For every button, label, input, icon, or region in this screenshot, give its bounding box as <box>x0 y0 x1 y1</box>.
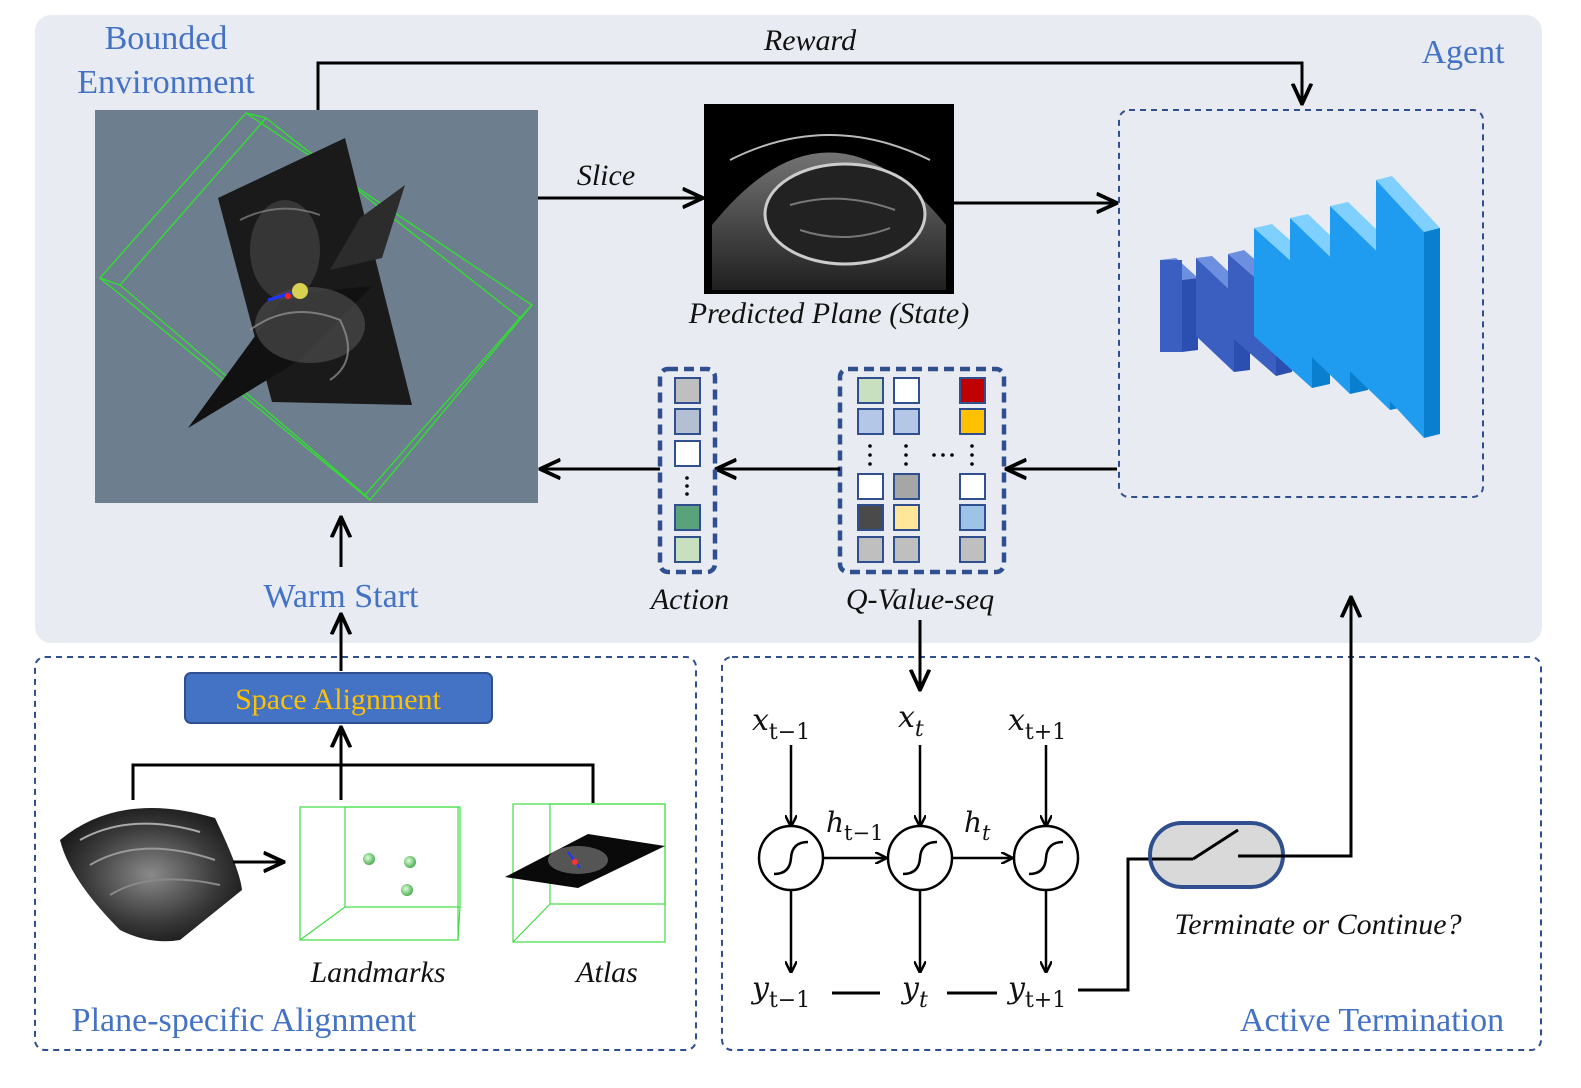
rnn-output-label: yt−1 <box>750 971 810 1013</box>
landmark-point <box>363 853 375 865</box>
environment-title-line1: Bounded <box>105 20 228 57</box>
rnn-input-label: xt+1 <box>1008 703 1066 745</box>
reward-arrow <box>316 61 1302 110</box>
environment-title-line2: Environment <box>77 64 255 101</box>
alignment-bracket <box>131 763 595 803</box>
landmark-point <box>404 856 416 868</box>
cnn-network-icon <box>1160 176 1440 438</box>
space-alignment-box <box>184 672 493 724</box>
plane-alignment-title: Plane-specific Alignment <box>72 1002 417 1039</box>
environment-volume-view <box>95 110 538 503</box>
rnn-output-label: yt <box>900 971 928 1013</box>
warm-start-label: Warm Start <box>264 578 419 615</box>
ultrasound-volume-image <box>60 807 242 942</box>
rnn-input-label: xt−1 <box>752 703 810 745</box>
predicted-plane-image <box>704 104 954 294</box>
rnn-hidden-label: ht <box>964 806 991 845</box>
reward-label: Reward <box>763 24 857 57</box>
atlas-wireframe <box>505 803 666 943</box>
rnn-input-label: xt <box>898 700 924 742</box>
active-termination-panel <box>721 656 1542 1051</box>
q-value-seq-block <box>837 366 1007 575</box>
plane-alignment-panel <box>34 656 697 1051</box>
landmarks-label: Landmarks <box>309 956 445 989</box>
rnn-diagram <box>757 620 1080 995</box>
space-alignment-label: Space Alignment <box>235 683 441 716</box>
q-value-seq-label: Q-Value-seq <box>846 583 994 616</box>
output-to-switch-line <box>1078 857 1152 992</box>
action-block <box>657 366 718 575</box>
switch-to-agent-arrow <box>1283 597 1351 858</box>
rnn-hidden-label: ht−1 <box>826 806 883 845</box>
slice-label: Slice <box>577 159 635 192</box>
landmarks-wireframe <box>299 806 461 941</box>
terminate-switch-icon <box>1148 821 1285 889</box>
agent-box <box>1118 109 1484 498</box>
agent-title: Agent <box>1421 34 1505 71</box>
active-termination-title: Active Termination <box>1240 1002 1504 1039</box>
terminate-question-label: Terminate or Continue? <box>1174 908 1461 941</box>
landmark-point <box>401 884 413 896</box>
action-label: Action <box>649 583 729 616</box>
rnn-output-label: yt+1 <box>1006 971 1066 1013</box>
predicted-plane-label: Predicted Plane (State) <box>688 297 969 330</box>
atlas-label: Atlas <box>574 956 638 989</box>
